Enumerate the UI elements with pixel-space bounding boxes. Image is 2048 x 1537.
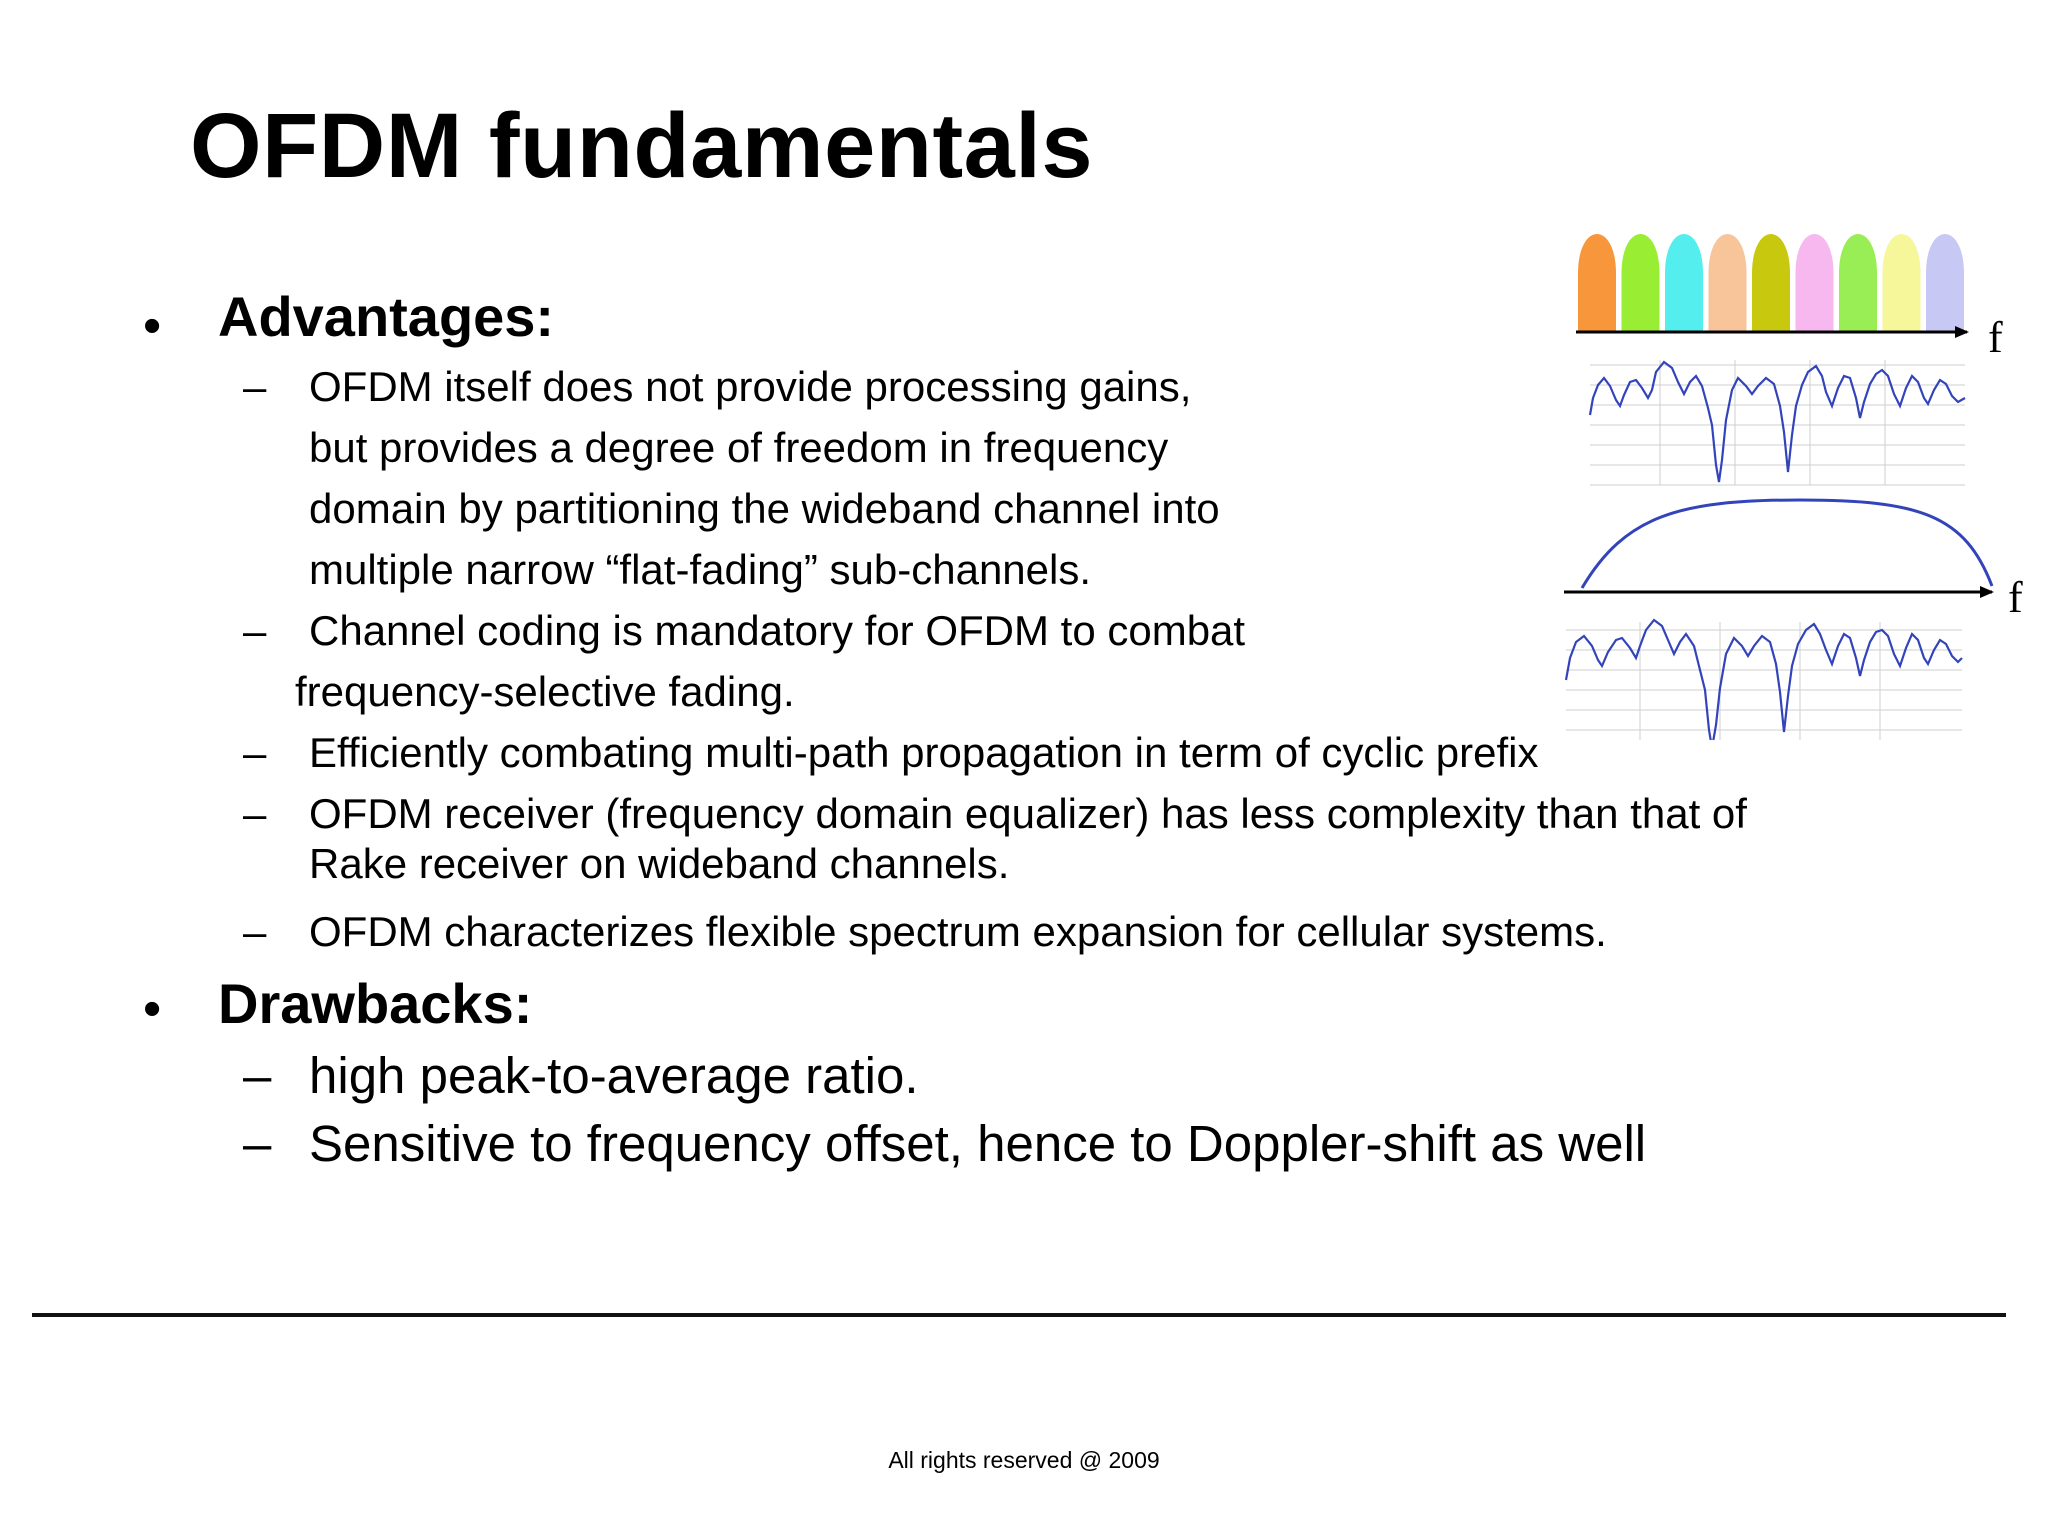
advantages-item1-line1: OFDM itself does not provide processing … xyxy=(309,363,1192,410)
drawbacks-item1-line1: high peak-to-average ratio. xyxy=(309,1047,919,1104)
drawbacks-bullet: • xyxy=(143,980,162,1038)
subcarrier-lobe xyxy=(1795,233,1834,332)
subcarrier-lobe xyxy=(1882,233,1921,332)
drawbacks-item2-line1: Sensitive to frequency offset, hence to … xyxy=(309,1115,1647,1172)
advantages-item2-line1: Channel coding is mandatory for OFDM to … xyxy=(309,607,1246,654)
subcarrier-lobe xyxy=(1665,233,1703,332)
drawbacks-heading: Drawbacks: xyxy=(218,972,533,1035)
channel-response-top xyxy=(1588,360,1966,486)
advantages-item1-line3: domain by partitioning the wideband chan… xyxy=(309,485,1220,532)
subcarrier-lobe xyxy=(1752,233,1790,332)
footer-divider xyxy=(32,1313,2006,1317)
channel-curve-top xyxy=(1588,360,1966,483)
advantages-item1-line4: multiple narrow “flat-fading” sub-channe… xyxy=(309,546,1092,593)
advantages-item1-line2: but provides a degree of freedom in freq… xyxy=(309,424,1169,471)
advantages-item4-line1: OFDM receiver (frequency domain equalize… xyxy=(309,790,1747,837)
advantages-bullet: • xyxy=(143,297,162,355)
footer-copyright: All rights reserved @ 2009 xyxy=(888,1447,1160,1473)
subcarrier-lobe xyxy=(1839,233,1877,332)
subcarrier-spectrum xyxy=(1578,233,1964,332)
drawbacks-item2-dash: – xyxy=(243,1115,272,1172)
advantages-item2-dash: – xyxy=(243,607,267,654)
bottom-axis-label: f xyxy=(2008,573,2023,622)
channel-curve-bottom xyxy=(1564,618,1963,740)
advantages-item2-line2: frequency-selective fading. xyxy=(295,668,795,715)
drawbacks-item1-dash: – xyxy=(243,1047,272,1104)
advantages-item5-line1: OFDM characterizes flexible spectrum exp… xyxy=(309,908,1607,955)
advantages-item4-line2: Rake receiver on wideband channels. xyxy=(309,840,1010,887)
subcarrier-lobe xyxy=(1578,233,1616,332)
page-title: OFDM fundamentals xyxy=(190,95,1093,197)
advantages-item1-dash: – xyxy=(243,363,267,410)
wideband-spectrum-curve xyxy=(1580,498,1994,589)
advantages-item5-dash: – xyxy=(243,908,267,955)
advantages-item3-line1: Efficiently combating multi-path propaga… xyxy=(309,729,1539,776)
advantages-heading: Advantages: xyxy=(218,285,555,348)
advantages-item4-dash: – xyxy=(243,790,267,837)
top-axis-label: f xyxy=(1988,313,2003,362)
advantages-item3-dash: – xyxy=(243,729,267,776)
subcarrier-lobe xyxy=(1926,233,1964,332)
ofdm-illustration: f f xyxy=(1564,233,2023,740)
channel-response-bottom xyxy=(1564,618,1963,740)
subcarrier-lobe xyxy=(1708,233,1747,332)
subcarrier-lobe xyxy=(1621,233,1660,332)
